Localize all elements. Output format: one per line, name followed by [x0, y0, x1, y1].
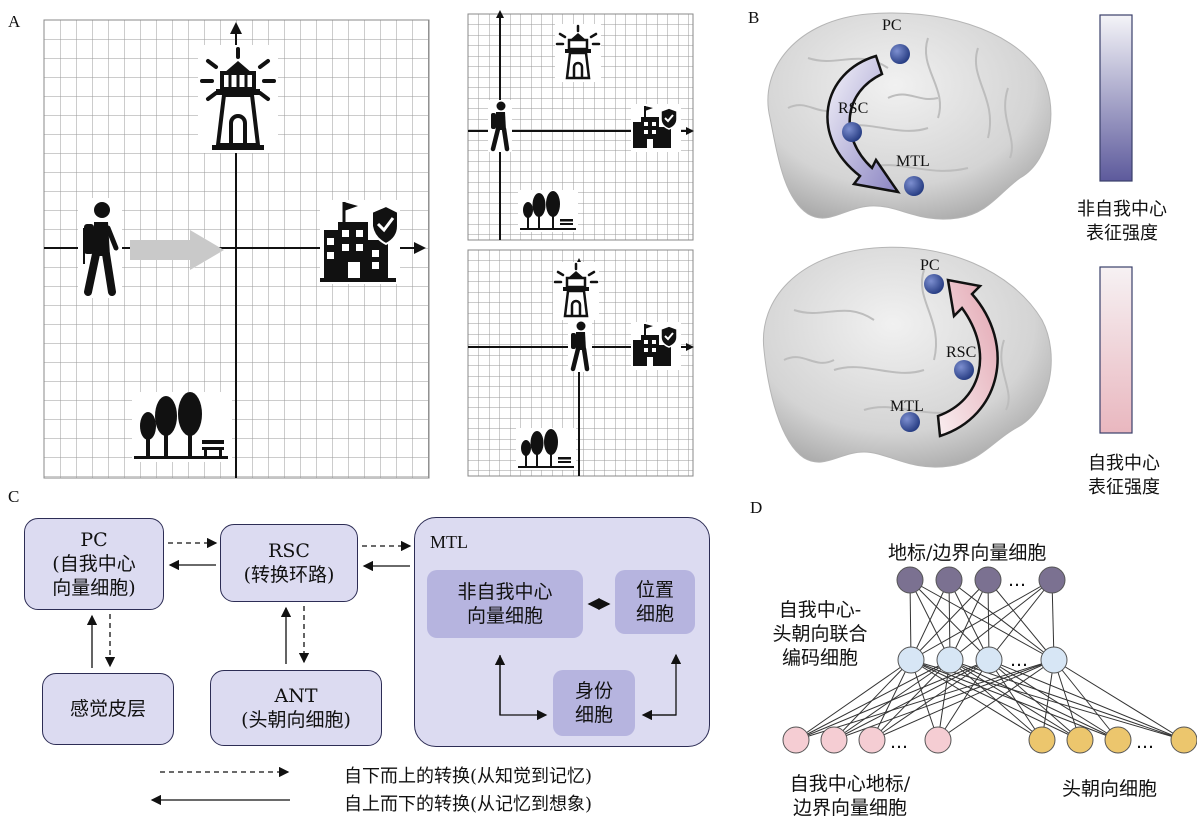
network-connection [910, 579, 989, 661]
bottom-right-label: 头朝向细胞 [1062, 778, 1158, 800]
ellipsis: … [890, 732, 908, 753]
network-connection [949, 659, 1043, 741]
bottom-left-label: 自我中心地标/ 边界向量细胞 [789, 773, 911, 819]
hiker-icon [78, 198, 122, 298]
network-connection [1053, 659, 1081, 741]
region-label-mtl-bottom: MTL [890, 398, 924, 415]
landmark-boundary-vector-cell-node [1038, 566, 1066, 594]
mtl-node-top [904, 176, 924, 196]
network-connection [1053, 659, 1185, 741]
hospital-icon [320, 200, 400, 284]
egocentric-head-direction-conjunctive-cell-node [1040, 646, 1068, 674]
rsc-node-top [842, 122, 862, 142]
ellipsis: … [1010, 650, 1028, 671]
egocentric-landmark-boundary-vector-cell-node [924, 726, 952, 754]
region-label-rsc-top: RSC [838, 100, 869, 117]
hospital-icon-small [631, 104, 681, 152]
middle-layer-label: 自我中心- 头朝向联合 编码细胞 [772, 599, 868, 669]
ellipsis: … [1136, 732, 1154, 753]
network-connection [910, 659, 1043, 741]
mtl-title: MTL [430, 532, 468, 552]
pc-node-top [890, 44, 910, 64]
egocentric-landmark-boundary-vector-cell-node [820, 726, 848, 754]
region-label-pc-top: PC [882, 17, 902, 34]
network-connection [833, 659, 990, 741]
landmark-boundary-vector-cell-node [896, 566, 924, 594]
network-connection [949, 579, 989, 661]
region-label-rsc-bottom: RSC [946, 344, 977, 361]
legend-bottom-up: 自下而上的转换(从知觉到记忆) [344, 766, 593, 787]
egocentric-landmark-boundary-vector-cell-node [858, 726, 886, 754]
legend-top-down: 自上而下的转换(从记忆到想象) [344, 794, 593, 815]
lighthouse-icon-small-2 [553, 262, 599, 320]
egocentric-scale-bar [1099, 266, 1133, 434]
park-icon [132, 392, 232, 462]
head-direction-cell-node [1104, 726, 1132, 754]
mtl-place-cells: 位置 细胞 [615, 570, 695, 634]
region-label-mtl-top: MTL [896, 153, 930, 170]
mtl-identity-cells: 身份 细胞 [553, 670, 635, 736]
network-connections [795, 579, 1185, 741]
panel-label-c: C [8, 487, 20, 506]
pc-box: PC (自我中心 向量细胞) [24, 518, 164, 610]
landmark-boundary-vector-cell-node [974, 566, 1002, 594]
landmark-boundary-vector-cell-node [935, 566, 963, 594]
panel-c-arrows [86, 537, 682, 806]
head-direction-cell-node [1028, 726, 1056, 754]
hiker-icon-small-2 [568, 320, 592, 372]
network-connection [988, 659, 1119, 741]
mtl-node-bottom [900, 412, 920, 432]
hiker-icon-small [488, 100, 512, 152]
lighthouse-icon [198, 45, 278, 153]
ant-box: ANT (头朝向细胞) [210, 670, 382, 746]
network-connection [795, 659, 990, 741]
ellipsis: … [1008, 570, 1026, 591]
egocentric-head-direction-conjunctive-cell-node [897, 646, 925, 674]
network-connection [795, 659, 912, 741]
mtl-allocentric-cells: 非自我中心 向量细胞 [427, 570, 583, 638]
network-connection [871, 659, 1055, 741]
panel-label-d: D [750, 498, 763, 517]
network-connection [988, 659, 1081, 741]
network-connection [1053, 659, 1119, 741]
panel-label-a: A [8, 12, 21, 31]
hospital-icon-small-2 [631, 322, 681, 370]
head-direction-cell-node [1066, 726, 1094, 754]
lighthouse-icon-small [555, 24, 601, 82]
allocentric-scale-label: 非自我中心 表征强度 [1077, 199, 1167, 244]
network-connection [795, 659, 951, 741]
sensory-cortex-box: 感觉皮层 [42, 673, 174, 745]
region-label-pc-bottom: PC [920, 257, 940, 274]
network-connection [910, 579, 1053, 661]
network-connection [910, 579, 950, 661]
pc-node-bottom [924, 274, 944, 294]
movement-arrow-icon [130, 230, 224, 270]
network-connection [949, 579, 1053, 661]
network-connection [988, 659, 1043, 741]
network-connection [871, 659, 990, 741]
park-icon-small [518, 190, 578, 232]
egocentric-landmark-boundary-vector-cell-node [782, 726, 810, 754]
panel-label-b: B [748, 8, 760, 27]
brain-allocentric [767, 12, 1052, 220]
network-connection [988, 579, 1053, 661]
egocentric-head-direction-conjunctive-cell-node [936, 646, 964, 674]
head-direction-cell-node [1170, 726, 1197, 754]
rsc-node-bottom [954, 360, 974, 380]
egocentric-head-direction-conjunctive-cell-node [975, 646, 1003, 674]
egocentric-scale-label: 自我中心 表征强度 [1088, 453, 1160, 498]
allocentric-scale-bar [1099, 14, 1133, 182]
park-icon-small-2 [516, 428, 576, 470]
rsc-box: RSC (转换环路) [220, 524, 358, 602]
brain-egocentric [762, 246, 1052, 468]
top-layer-label: 地标/边界向量细胞 [888, 542, 1047, 564]
